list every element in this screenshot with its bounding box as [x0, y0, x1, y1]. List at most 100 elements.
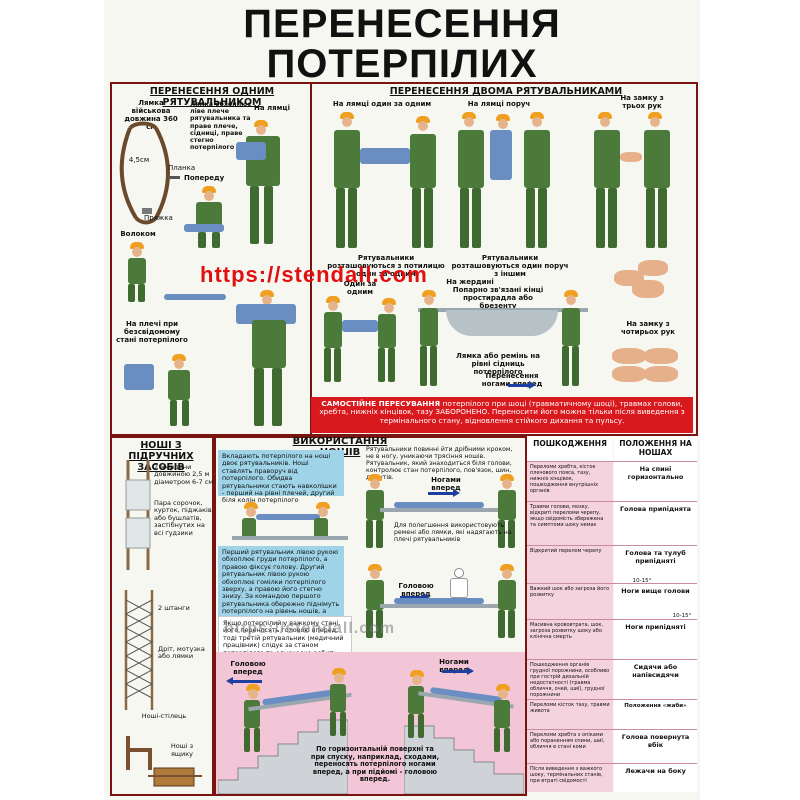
table-row: Пошкодження органів грудної порожнини, о… [527, 659, 697, 699]
injury-cell: Важкий шок або загроза його розвитку [527, 584, 613, 619]
strap-desc: Лямка обхоплює ліве плече рятувальника т… [190, 101, 252, 152]
belts-note: Для полегшення використовують ремені або… [394, 522, 512, 543]
caption-b: Рятувальники розташовуються один поруч з… [451, 254, 569, 278]
ladder-stretcher [124, 590, 154, 710]
shoulder-label: На плечі при безсвідомому стані потерпіл… [116, 320, 188, 344]
dim-label: 4,5см [128, 156, 150, 164]
one-after-label: Один за одним [343, 280, 377, 296]
tied-label: Попарно зв'язані кінці простирадла або б… [452, 286, 544, 310]
hands-lock-four [612, 340, 682, 392]
strap-one-after-label: На лямці один за одним [332, 100, 432, 108]
front-label: Попереду [184, 174, 225, 182]
lock-four-label: На замку з чотирьох рук [620, 320, 676, 336]
on-pole-label: На жердині [446, 278, 494, 286]
poles-label: 2 жердини довжиною 2,5 м діаметром 6-7 с… [154, 463, 214, 486]
note-lay-on: Вкладають потерпілого на ноші двоє рятув… [218, 450, 344, 504]
rescuer-shoulder-small [122, 352, 202, 428]
legs-first-arrow [508, 381, 536, 389]
position-cell: Сидячи або напівсидячи [614, 660, 697, 699]
warning-banner: САМОСТІЙНЕ ПЕРЕСУВАННЯ потерпілого при ш… [311, 397, 693, 433]
drag-label: Волоком [120, 230, 156, 238]
angle-1: 10-15° [632, 578, 652, 584]
warning-bold: САМОСТІЙНЕ ПЕРЕСУВАННЯ [321, 399, 441, 408]
table-header-injury: ПОШКОДЖЕННЯ [527, 437, 613, 461]
rescuer-drag [124, 242, 228, 304]
caption-a: Рятувальники розташовуються з потилицю о… [327, 254, 445, 278]
strap-level-label: Лямка або ремінь на рівні сідниць потерп… [456, 352, 540, 376]
ladder-label: Ноші-стілець [141, 712, 187, 720]
one-rescuer-frame [110, 82, 312, 436]
strap-diagram [119, 121, 180, 225]
position-cell: Ноги припідняті [614, 620, 697, 659]
rescuers-lock-three [590, 112, 690, 252]
position-cell: Голова повернута вбік [614, 730, 697, 763]
legs-forward-2-arrow [442, 667, 474, 675]
title-line-1: ПЕРЕНЕСЕННЯ [243, 2, 561, 46]
plank-label: Планка [168, 164, 196, 172]
rescuer-carry-front [182, 186, 236, 250]
legs-forward-arrow [428, 489, 460, 497]
position-cell: Ноги вище голови [614, 584, 697, 619]
positions-table: ПОШКОДЖЕННЯ ПОЛОЖЕННЯ НА НОШАХ Переломи … [527, 437, 697, 792]
watermark-faint: https://stendall.com [224, 620, 396, 637]
injury-cell: Травми голови, мозку, відкриті переломи … [527, 502, 613, 545]
legs-forward-label: Ногами вперед [431, 476, 461, 492]
rescuers-one-after-2 [322, 290, 408, 386]
table-row: Масивна крововтрата, шок, загроза розвит… [527, 619, 697, 659]
one-rescuer-header: ПЕРЕНЕСЕННЯ ОДНИМ РЯТУВАЛЬНИКОМ [149, 86, 275, 108]
lay-on-figure [220, 498, 350, 542]
carry-head-forward [360, 560, 524, 640]
position-cell: Лежачи на боку [614, 764, 697, 792]
hands-lock-three [614, 256, 674, 306]
wire-label: Дріт, мотузка або лямки [158, 645, 205, 661]
injury-cell: Пошкодження органів грудної порожнини, о… [527, 660, 613, 699]
stairs-carry-down [404, 668, 524, 772]
poster-title: ПЕРЕНЕСЕННЯ ПОТЕРПІЛИХ [104, 4, 700, 84]
position-cell: На спині горизонтально [614, 462, 697, 501]
injury-cell: Масивна крововтрата, шок, загроза розвит… [527, 620, 613, 659]
strap-label: Лямка військова довжина 360 см [124, 99, 178, 131]
angle-2: 10-15° [672, 613, 692, 619]
two-bars-label: 2 штанги [158, 604, 190, 612]
lock-three-label: На замку з трьох рук [620, 94, 664, 110]
box-stretcher [148, 767, 202, 787]
stairs-note: По горизонтальній поверхні та при спуску… [310, 745, 440, 784]
box-label: Ноші з ящику [170, 742, 194, 758]
stairs-right [404, 725, 524, 794]
stairs-left [218, 719, 348, 794]
position-cell: Голова та тулуб припідняті [614, 546, 697, 583]
jackets-label: Пара сорочок, курток, піджаків або бушла… [154, 499, 212, 537]
improvised-frame [110, 436, 214, 796]
pole-stretcher [125, 460, 151, 570]
table-row: Травми голови, мозку, відкриті переломи … [527, 501, 697, 545]
head-forward-2-label: Головою вперед [230, 660, 266, 676]
injury-cell: Відкритий перелом черепу [527, 546, 613, 583]
rescuer-shoulder-big [230, 290, 308, 430]
stretcher-frame [214, 436, 527, 796]
note-lift: Перший рятувальник лівою рукою обхоплює … [218, 546, 344, 630]
warning-text: потерпілого при шоці (травматичному шоці… [319, 399, 685, 425]
position-cell: Положення «жаби» [614, 700, 697, 729]
table-row: Переломи хребта з опіками або пораненням… [527, 729, 697, 763]
table-row: Переломи хребта, кісток плечового пояса,… [527, 461, 697, 501]
title-line-2: ПОТЕРПІЛИХ [266, 42, 538, 86]
chair-stretcher [126, 736, 152, 770]
injury-cell: Переломи кісток тазу, травми живота [527, 700, 613, 729]
buckle-label: Пряжка [144, 214, 173, 222]
stairs-carry-up [232, 664, 382, 774]
carry-legs-forward [360, 472, 524, 550]
two-rescuers-header: ПЕРЕНЕСЕННЯ ДВОМА РЯТУВАЛЬНИКАМИ [389, 86, 623, 97]
rescuer-carry-strap [232, 116, 292, 250]
table-header-position: ПОЛОЖЕННЯ НА НОШАХ [614, 437, 697, 461]
poster: ПЕРЕНЕСЕННЯ ПОТЕРПІЛИХ ПЕРЕНЕСЕННЯ ОДНИМ… [104, 0, 700, 800]
rescuers-side [458, 112, 568, 252]
rescuers-pole [418, 290, 588, 390]
on-strap-label: На лямці [254, 104, 290, 112]
improvised-header: НОШІ З ПІДРУЧНИХ ЗАСОБІВ [128, 440, 194, 473]
rescuers-one-after [326, 112, 446, 252]
strap-side-label: На лямці поруч [467, 100, 531, 108]
table-row: Після виведення з важкого шоку, термінал… [527, 763, 697, 792]
